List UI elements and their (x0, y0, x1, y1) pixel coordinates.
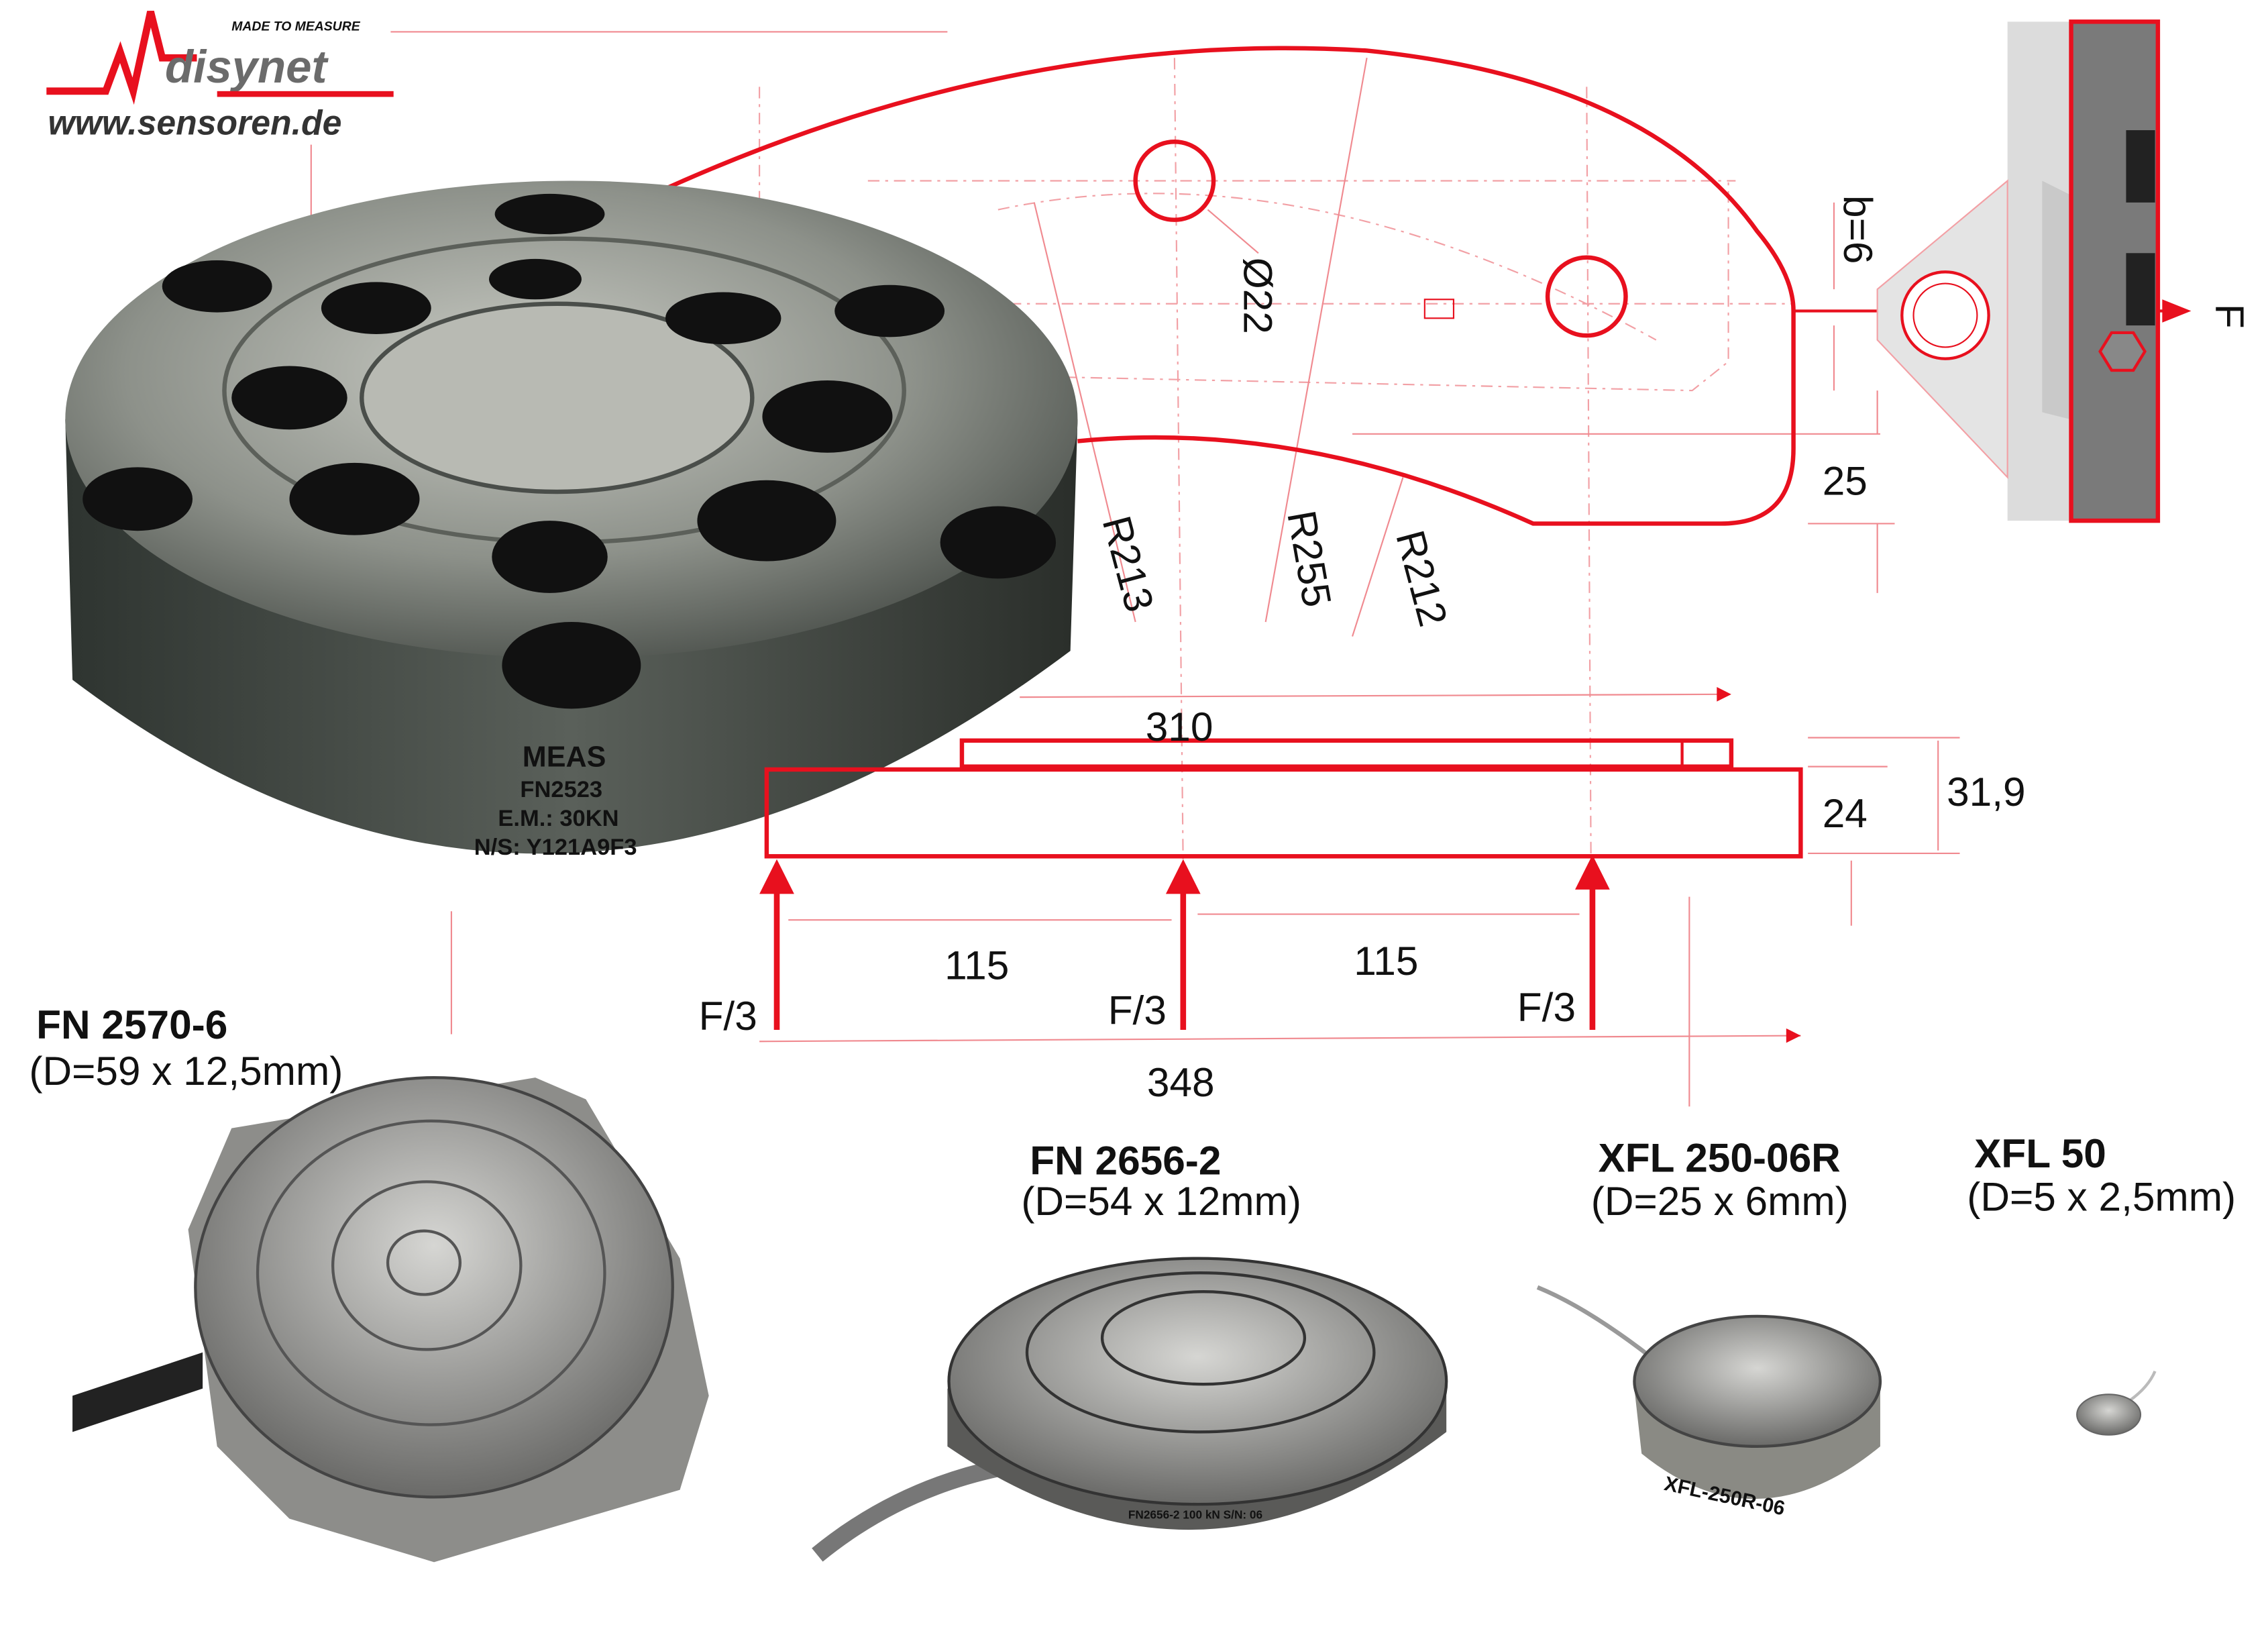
dim-total: 348 (1147, 1059, 1215, 1105)
product-xfl250-06r: XFL 250-06R (D=25 x 6mm) XFL-250R-06 (1536, 1135, 1882, 1520)
dim-length: 310 (1146, 704, 1213, 749)
load-label-left: F/3 (699, 993, 757, 1039)
main-sensor-photo: MEAS FN2523 E.M.: 30KN N/S: Y121A9F3 (65, 180, 1078, 860)
dim-height-24: 24 (1823, 790, 1868, 836)
marking-line: N/S: Y121A9F3 (474, 835, 637, 860)
bolt-hole-right (1545, 255, 1628, 338)
disynet-logo: MADE TO MEASURE disynet www.sensoren.de (46, 10, 394, 142)
dim-span-left: 115 (944, 943, 1009, 988)
product-fn2656-2: FN 2656-2 (D=54 x 12mm) FN2656-2 100 kN … (812, 1138, 1448, 1562)
dim-span-right: 115 (1354, 938, 1418, 984)
load-label-right: F/3 (1517, 984, 1576, 1030)
marking-line: MEAS (523, 741, 606, 774)
construction-lines (310, 31, 1960, 1107)
logo-brand: disynet (165, 41, 329, 93)
dim-height-31-9: 31,9 (1947, 769, 2025, 814)
dim-b: b=6 (1835, 195, 1881, 264)
product-name: XFL 50 (1974, 1130, 2106, 1176)
product-size: (D=25 x 6mm) (1591, 1178, 1849, 1224)
product-name: XFL 250-06R (1599, 1135, 1841, 1180)
product-size: (D=5 x 2,5mm) (1967, 1173, 2236, 1219)
logo-url: www.sensoren.de (48, 103, 341, 142)
dim-r212: R212 (1387, 525, 1456, 631)
clamp-detail (1876, 19, 2161, 523)
logo-tagline: MADE TO MEASURE (231, 19, 360, 34)
marking-line: FN2523 (520, 777, 602, 802)
dim-r255: R255 (1279, 507, 1340, 611)
bolt-hole-left (1133, 140, 1216, 222)
product-name: FN 2570-6 (36, 1002, 227, 1047)
product-size: (D=59 x 12,5mm) (29, 1048, 343, 1094)
marking-line: E.M.: 30KN (498, 806, 618, 831)
lever-side-view (764, 738, 1803, 859)
product-marking: FN2656-2 100 kN S/N: 06 (1128, 1508, 1262, 1522)
product-name: FN 2656-2 (1030, 1138, 1221, 1183)
dim-hole-diameter: Ø22 (1235, 258, 1281, 334)
product-xfl50: XFL 50 (D=5 x 2,5mm) (1967, 1130, 2236, 1436)
dim-r213: R213 (1094, 511, 1163, 617)
dim-force: F (2207, 304, 2253, 329)
dim-thickness: 25 (1823, 458, 1868, 503)
product-fn2570-6: FN 2570-6 (D=59 x 12,5mm) (29, 1002, 709, 1563)
product-size: (D=54 x 12mm) (1021, 1178, 1301, 1224)
load-label-mid: F/3 (1108, 987, 1167, 1033)
load-arrows (759, 855, 1610, 1030)
